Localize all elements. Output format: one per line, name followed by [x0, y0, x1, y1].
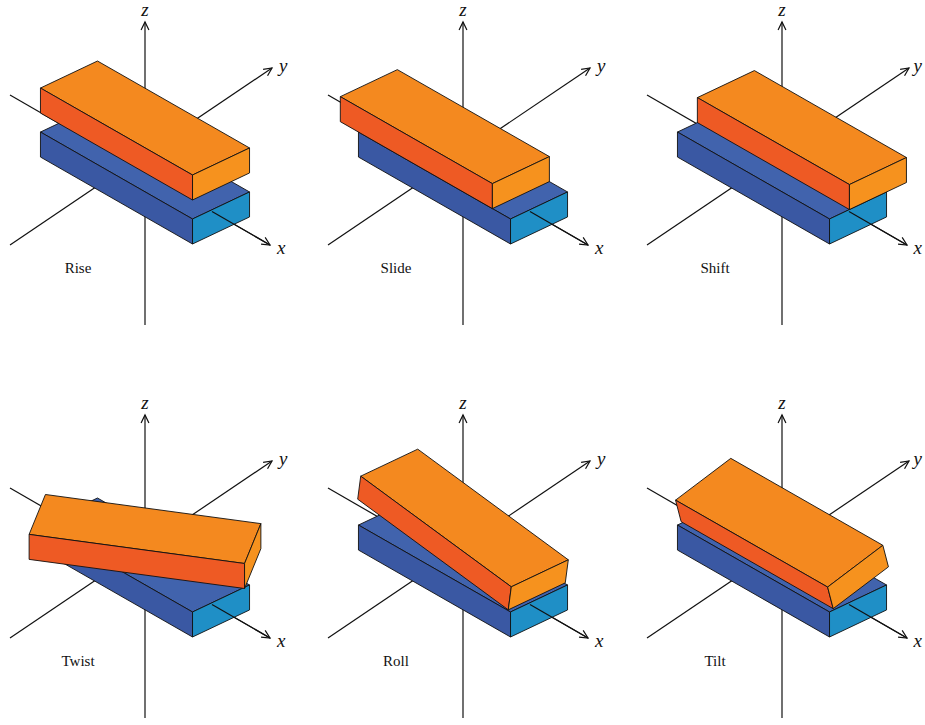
- axis-arrowhead: [900, 68, 909, 76]
- step-panel: [328, 22, 590, 325]
- parameter-name: Tilt: [704, 653, 725, 670]
- axis-label: y: [914, 449, 922, 470]
- base-block: [511, 192, 568, 244]
- y-axis: [10, 461, 272, 638]
- step-block: [492, 157, 549, 209]
- step-block: [697, 98, 849, 210]
- step-panel: [647, 415, 909, 718]
- axis-arrowhead: [261, 630, 270, 638]
- axis-arrowhead: [778, 415, 786, 423]
- base-block: [193, 585, 250, 637]
- parameter-name: Rise: [65, 260, 92, 277]
- axis-arrowhead: [581, 68, 590, 76]
- step-block: [193, 148, 250, 200]
- axis-arrowhead: [898, 237, 907, 245]
- axis-label: z: [778, 0, 785, 21]
- step-block: [29, 534, 244, 588]
- axis-label: x: [914, 238, 922, 259]
- x-axis: [849, 212, 907, 246]
- axis-arrowhead: [141, 415, 149, 423]
- axis-arrowhead: [141, 22, 149, 30]
- base-block: [193, 192, 250, 244]
- step-panel: [328, 415, 590, 718]
- axis-arrowhead: [579, 237, 588, 245]
- parameter-name: Twist: [61, 653, 94, 670]
- step-block: [849, 158, 906, 210]
- step-block: [828, 545, 889, 608]
- step-block: [40, 88, 192, 200]
- x-axis: [212, 212, 270, 246]
- axis-arrowhead: [263, 461, 272, 469]
- axis-arrowhead: [459, 22, 467, 30]
- axis-label: z: [778, 393, 785, 414]
- parameter-name: Shift: [700, 260, 729, 277]
- axis-label: x: [277, 631, 285, 652]
- axis-label: z: [459, 393, 466, 414]
- axis-arrowhead: [900, 461, 909, 469]
- axis-label: y: [597, 56, 605, 77]
- step-block: [340, 97, 492, 209]
- axis-arrowhead: [898, 630, 907, 638]
- step-block: [358, 476, 512, 610]
- axis-label: z: [141, 393, 148, 414]
- step-panel: [10, 22, 272, 325]
- y-axis: [328, 68, 590, 245]
- axis-arrowhead: [459, 415, 467, 423]
- parameter-name: Roll: [383, 653, 409, 670]
- x-axis: [10, 488, 270, 638]
- axis-arrowhead: [581, 461, 590, 469]
- step-block: [245, 524, 261, 589]
- axis-label: y: [597, 449, 605, 470]
- axis-arrowhead: [579, 630, 588, 638]
- axis-arrowhead: [778, 22, 786, 30]
- step-block: [508, 560, 568, 610]
- x-axis: [849, 605, 907, 639]
- parameter-name: Slide: [381, 260, 412, 277]
- axis-label: y: [279, 449, 287, 470]
- x-axis: [530, 212, 588, 246]
- axis-label: x: [595, 631, 603, 652]
- axis-label: z: [459, 0, 466, 21]
- step-panel: [647, 22, 909, 325]
- axis-arrowhead: [263, 68, 272, 76]
- axis-label: x: [277, 238, 285, 259]
- axis-label: y: [914, 56, 922, 77]
- axis-label: y: [279, 56, 287, 77]
- step-block: [676, 500, 834, 609]
- y-axis: [647, 68, 909, 245]
- axis-label: x: [595, 238, 603, 259]
- x-axis: [212, 605, 270, 639]
- axis-arrowhead: [261, 237, 270, 245]
- axis-label: x: [914, 631, 922, 652]
- step-panel: [10, 415, 272, 718]
- axis-label: z: [141, 0, 148, 21]
- x-axis: [530, 605, 588, 639]
